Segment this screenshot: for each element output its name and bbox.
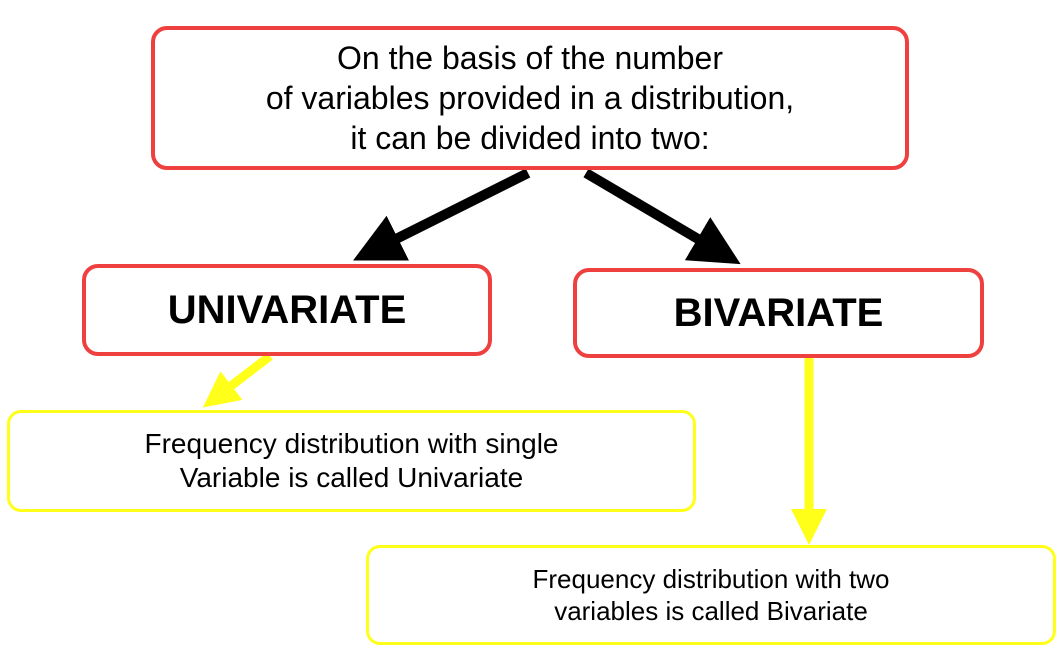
root-concept-box: On the basis of the number of variables …: [151, 26, 909, 170]
univariate-box: UNIVARIATE: [82, 264, 492, 356]
bivariate-box: BIVARIATE: [573, 268, 984, 358]
univariate-title: UNIVARIATE: [167, 287, 407, 332]
arrow-to-univariate: [353, 168, 531, 261]
univariate-description-box: Frequency distribution with single Varia…: [7, 410, 696, 512]
bivariate-title: BIVARIATE: [673, 290, 884, 335]
bivariate-description-text: Frequency distribution with two variable…: [532, 564, 890, 626]
arrow-to-univariate-description: [202, 352, 273, 408]
bivariate-description-box: Frequency distribution with two variable…: [366, 545, 1056, 645]
univariate-description-text: Frequency distribution with single Varia…: [144, 428, 559, 493]
arrow-to-bivariate: [583, 168, 741, 265]
root-concept-text: On the basis of the number of variables …: [265, 40, 795, 156]
